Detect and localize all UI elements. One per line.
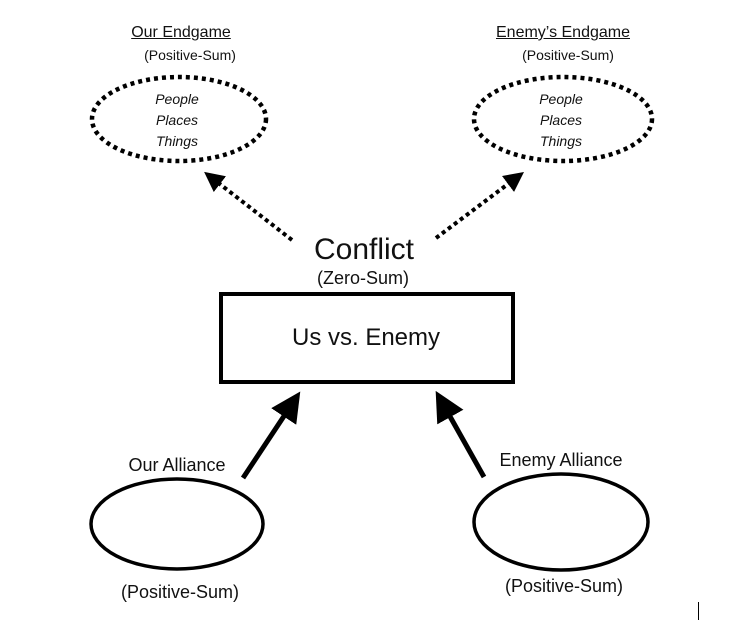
our-endgame-ellipse (89, 74, 269, 164)
text-cursor (698, 602, 699, 620)
conflict-title: Conflict (313, 233, 415, 266)
enemy-alliance-subtitle: (Positive-Sum) (504, 576, 624, 596)
our-alliance-title: Our Alliance (128, 455, 226, 475)
enemy-endgame-item-people: People (539, 91, 583, 107)
our-alliance-ellipse (89, 477, 265, 571)
our-endgame-items: People Places Things (155, 89, 199, 152)
our-endgame-subtitle: (Positive-Sum) (144, 47, 236, 63)
enemy-endgame-item-things: Things (539, 133, 583, 149)
enemy-endgame-items: People Places Things (539, 89, 583, 152)
enemy-endgame-title: Enemy’s Endgame (496, 24, 630, 41)
our-endgame-item-places: Places (155, 112, 199, 128)
our-alliance-subtitle: (Positive-Sum) (120, 582, 240, 602)
conflict-subtitle: (Zero-Sum) (316, 268, 410, 288)
enemy-endgame-item-places: Places (539, 112, 583, 128)
enemy-endgame-subtitle: (Positive-Sum) (522, 47, 614, 63)
dotted-arrow-to-enemy-endgame (434, 172, 524, 240)
our-endgame-item-things: Things (155, 133, 199, 149)
conflict-box (219, 292, 515, 384)
our-endgame-title: Our Endgame (131, 24, 231, 41)
enemy-alliance-title: Enemy Alliance (499, 450, 623, 470)
arrow-enemy-alliance-to-conflict (435, 390, 487, 479)
enemy-endgame-ellipse (471, 74, 655, 164)
arrow-our-alliance-to-conflict (240, 391, 301, 480)
our-endgame-item-people: People (155, 91, 199, 107)
conflict-box-label: Us vs. Enemy (291, 324, 441, 351)
enemy-alliance-ellipse (472, 472, 650, 572)
dotted-arrow-to-our-endgame (204, 171, 294, 242)
